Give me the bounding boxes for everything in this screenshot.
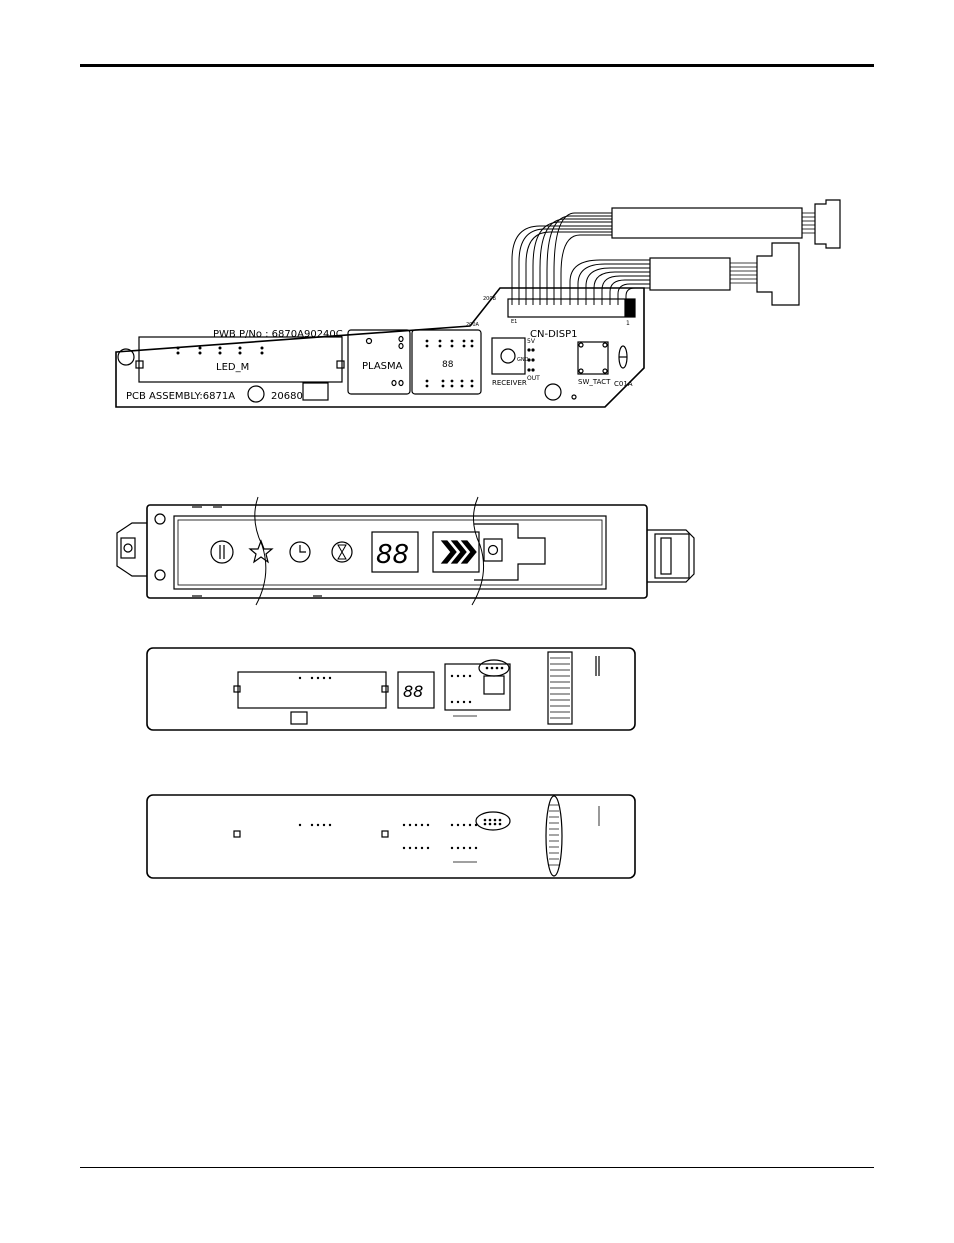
chevron-icon [440,540,457,564]
right-tab [647,529,695,583]
led-pins [176,346,264,355]
plasma-pin [398,335,404,343]
highlight-circle [475,811,511,831]
fan-icon [331,541,353,563]
plasma-pin [398,379,404,387]
power-button [210,540,234,564]
digit-footprint [397,671,435,709]
pcb-top-diagram [115,199,841,408]
gnd-label: GND [517,357,529,363]
switch-label: SW_TACT [578,378,611,386]
pcb-mid-diagram [146,647,636,731]
left-tab-slot [120,537,136,559]
tag-200a: 200A [466,322,480,328]
pcb-bottom-diagram [146,794,636,879]
pcb-assembly-code: 20680 [271,391,303,402]
pcb-bottom-outline [146,794,636,879]
receiver-label: RECEIVER [492,379,527,387]
highlight-circle [478,659,510,677]
voltage-5v-label: 5V [527,338,536,345]
mounting-hole [544,383,562,401]
inner-frame [173,515,607,590]
via-hole [571,394,577,400]
led-footprint [237,671,387,709]
pcb-assembly-label: PCB ASSEMBLY:6871A [126,391,235,402]
display-digits: 88 [376,540,409,570]
connector-footprint [547,651,573,725]
arrow-display [432,531,480,573]
panel-outline [146,504,648,599]
plug-lower [756,242,800,306]
chevron-icon [460,540,477,564]
led-module-label: LED_M [216,362,249,373]
mid-digit-label: 88 [403,682,423,701]
screw-hole [154,569,166,581]
led-module-outline [138,336,343,383]
cable-sleeve-upper [611,207,803,239]
receiver-window [483,538,503,562]
led-pad [336,360,345,369]
front-panel-diagram [116,496,695,606]
pin-1-label: 1 [626,320,630,327]
left-tab [116,522,147,577]
plasma-footprint [444,663,511,711]
cable-sleeve-lower [649,257,731,291]
bottom-pads [298,818,502,850]
tag-e1: E1 [511,319,517,325]
plasma-module-label: PLASMA [362,361,403,372]
small-component [302,382,329,401]
connector-label: CN-DISP1 [530,329,577,340]
cut-line [471,496,485,606]
out-label: OUT [527,375,540,382]
receiver-lens [500,348,516,364]
small-pad [290,711,308,725]
c01a-label: C01A [614,380,633,388]
connector-cn-disp1 [507,298,636,318]
connector-highlight [545,795,563,877]
wire-harness [511,212,650,305]
plasma-module-outline [347,329,411,395]
receiver-outline [491,337,526,375]
plasma-pin [398,342,404,350]
digit-module-outline [411,329,482,395]
digit-module-pins [425,339,474,388]
screw-hole [154,513,166,525]
pcb-mid-outline [146,647,636,731]
bottom-rule [80,1167,874,1168]
pwb-part-number: PWB P/No : 6870A90240C [213,329,343,340]
connector-pin-1 [624,299,635,317]
pcb-outline [115,287,645,408]
clock-icon [289,541,311,563]
tag-200b: 200B [483,296,497,302]
led-pad [135,360,144,369]
plug-upper [814,199,841,249]
receiver-housing [474,523,546,581]
mounting-hole [247,385,265,403]
digit-module-label: 88 [442,360,454,370]
switch-outline [577,341,609,375]
plasma-pin [365,337,373,345]
plasma-pin [391,379,397,387]
chevron-icon [450,540,467,564]
digit-display [371,531,419,573]
top-rule [80,64,874,67]
right-tab-inner [654,533,690,579]
receiver-pins [527,348,535,372]
star-icon [248,539,274,564]
mounting-hole [117,348,135,366]
